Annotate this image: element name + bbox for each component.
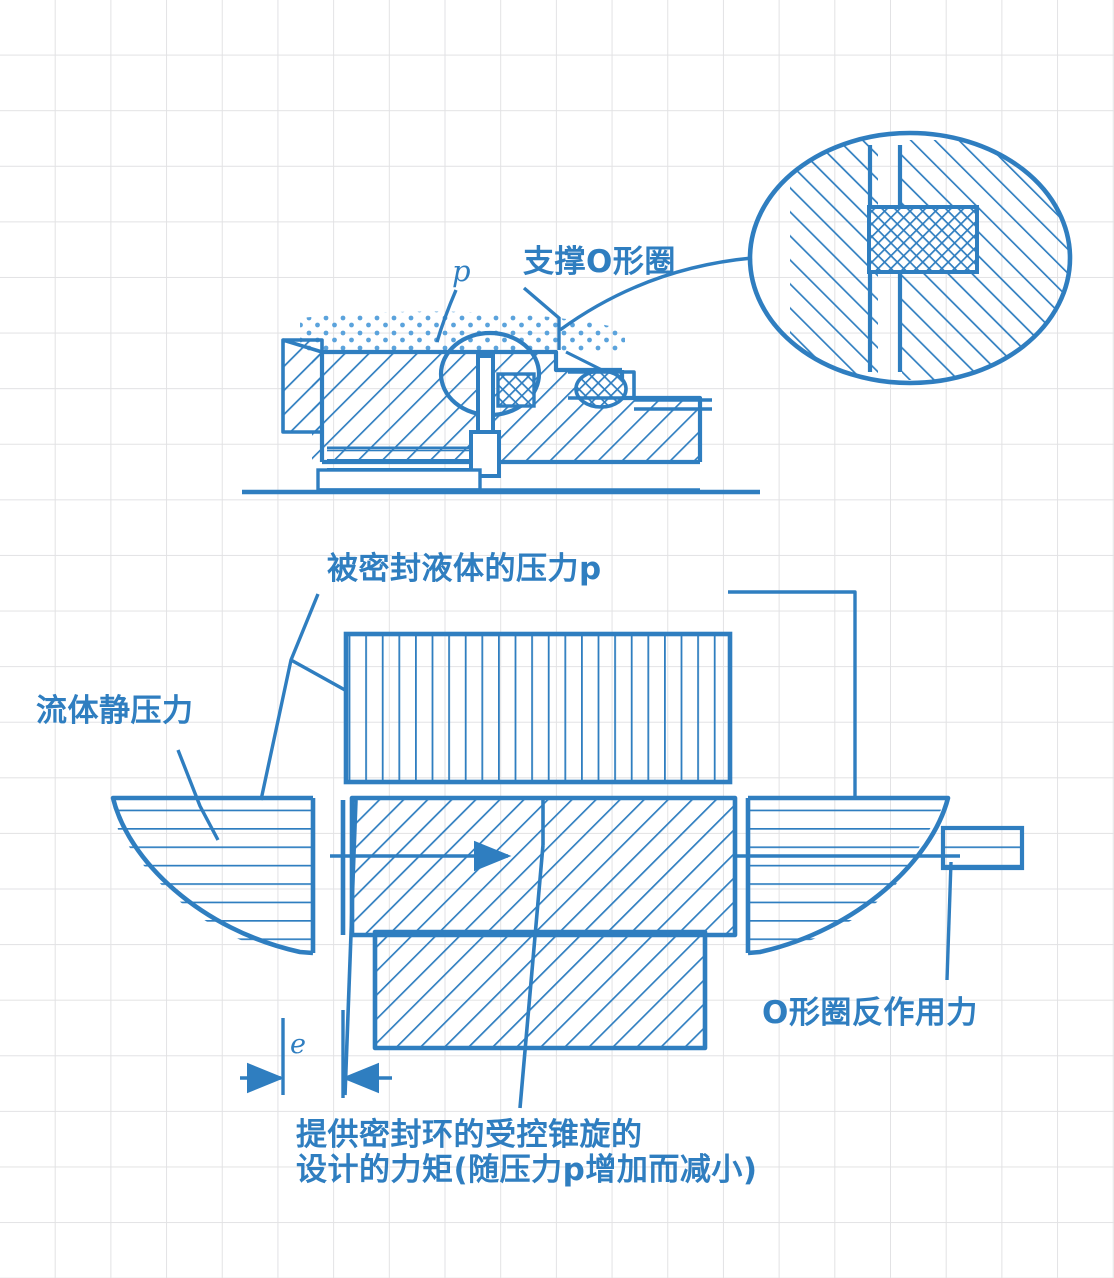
detail-leader-secondary [565,350,607,374]
label-hydrostatic-pressure: 流体静压力 [36,693,194,729]
seal-pin [469,354,501,478]
oring-reaction-rectangle [940,825,1025,871]
sealed-fluid-pressure-leader [728,590,857,800]
stippled-fluid-region [300,311,625,352]
hydrostatic-profile-left [110,795,316,956]
base-shaft-line [242,488,760,495]
support-oring-detail-bubble [747,130,1073,386]
label-supporting-oring: 支撑O形圈 [523,244,676,280]
torque-leader-line [518,800,545,1109]
detail-bubble-leader [558,256,753,332]
right-ledge-lines [634,398,712,411]
pressure-block-vertical-hatch [343,631,733,785]
label-pressure-symbol: p [452,254,472,288]
upper-assembly-view [242,256,760,495]
hydrostatic-pressure-leader [176,593,346,841]
label-oring-reaction-force: O形圈反作用力 [762,995,978,1031]
cross-hatched-oring-element [496,372,536,408]
label-eccentricity-symbol: e [290,1029,307,1060]
lower-ring-body-hatched [372,929,708,1051]
pressure-leader-upper [435,289,458,343]
label-sealed-fluid-pressure: 被密封液体的压力p [327,551,602,587]
lower-force-diagram [110,590,1025,1109]
hydrostatic-profile-right [745,795,951,956]
caption-line-2: 设计的力矩(随压力p增加而减小) [296,1151,758,1188]
supporting-oring-leader [522,286,561,350]
caption-block: 提供密封环的受控锥旋的 设计的力矩(随压力p增加而减小) [296,1118,758,1187]
spring-coil [316,446,482,492]
oring-reaction-force-leader [945,861,953,981]
cone-tilt-line [343,799,358,1096]
eccentricity-dimension [240,1010,392,1098]
caption-line-1: 提供密封环的受控锥旋的 [296,1117,643,1153]
